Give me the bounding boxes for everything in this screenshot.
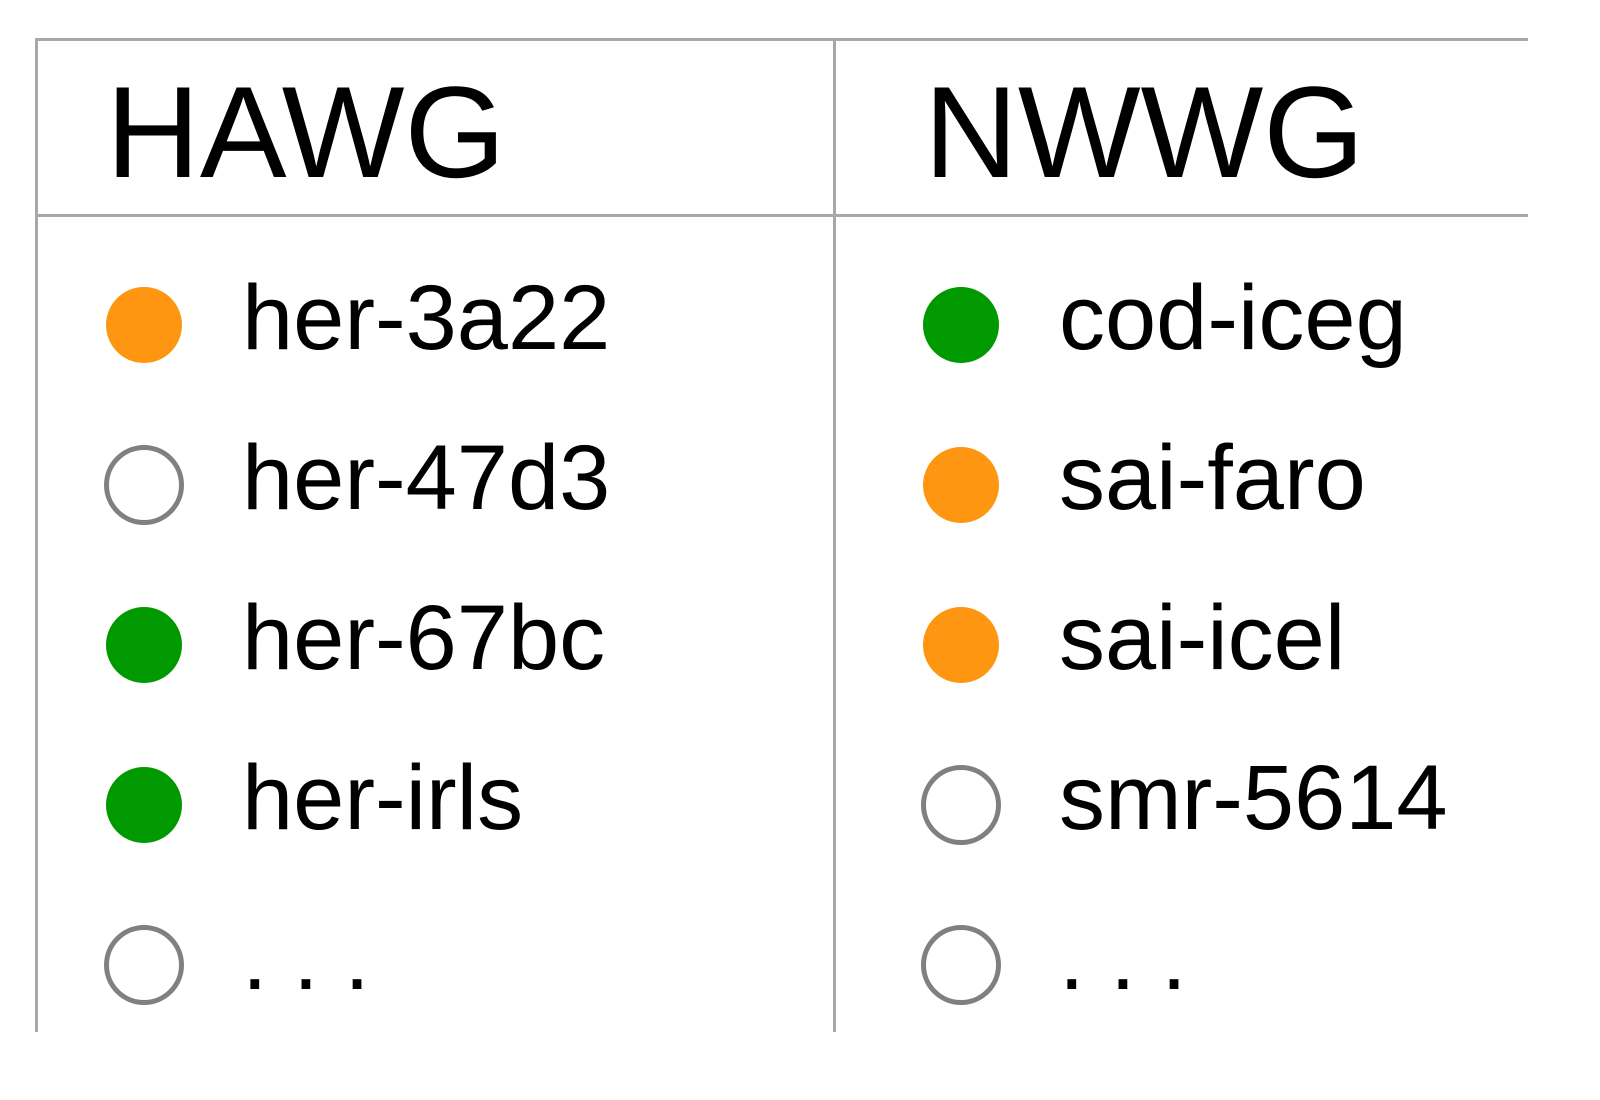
list-item: . . .	[104, 907, 706, 1017]
status-dot-icon	[104, 925, 184, 1005]
header-divider	[36, 214, 1528, 217]
item-label: smr-5614	[1059, 747, 1448, 849]
item-label: sai-faro	[1059, 427, 1366, 529]
item-label: cod-iceg	[1059, 267, 1407, 369]
status-dot-icon	[923, 287, 999, 363]
list-item: her-3a22	[106, 267, 706, 377]
list-item: sai-faro	[923, 427, 1523, 537]
item-label: her-3a22	[242, 267, 611, 369]
item-label: . . .	[242, 907, 370, 1009]
status-dot-icon	[923, 447, 999, 523]
list-item: . . .	[921, 907, 1523, 1017]
list-item: her-irls	[106, 747, 706, 857]
item-label: her-47d3	[242, 427, 611, 529]
table-top-border	[36, 38, 1528, 41]
list-item: her-47d3	[104, 427, 706, 537]
status-dot-icon	[106, 287, 182, 363]
item-label: her-67bc	[242, 587, 606, 689]
status-dot-icon	[921, 765, 1001, 845]
list-item: cod-iceg	[923, 267, 1523, 377]
status-dot-icon	[104, 445, 184, 525]
list-item: sai-icel	[923, 587, 1523, 697]
column-title: NWWG	[924, 59, 1365, 205]
item-label: . . .	[1059, 907, 1187, 1009]
status-dot-icon	[106, 767, 182, 843]
table-left-border	[35, 38, 38, 1032]
list-item: her-67bc	[106, 587, 706, 697]
item-label: sai-icel	[1059, 587, 1346, 689]
column-title: HAWG	[106, 59, 506, 205]
status-dot-icon	[923, 607, 999, 683]
list-item: smr-5614	[921, 747, 1523, 857]
status-dot-icon	[106, 607, 182, 683]
status-dot-icon	[921, 925, 1001, 1005]
column-divider	[833, 38, 836, 1032]
item-label: her-irls	[242, 747, 524, 849]
